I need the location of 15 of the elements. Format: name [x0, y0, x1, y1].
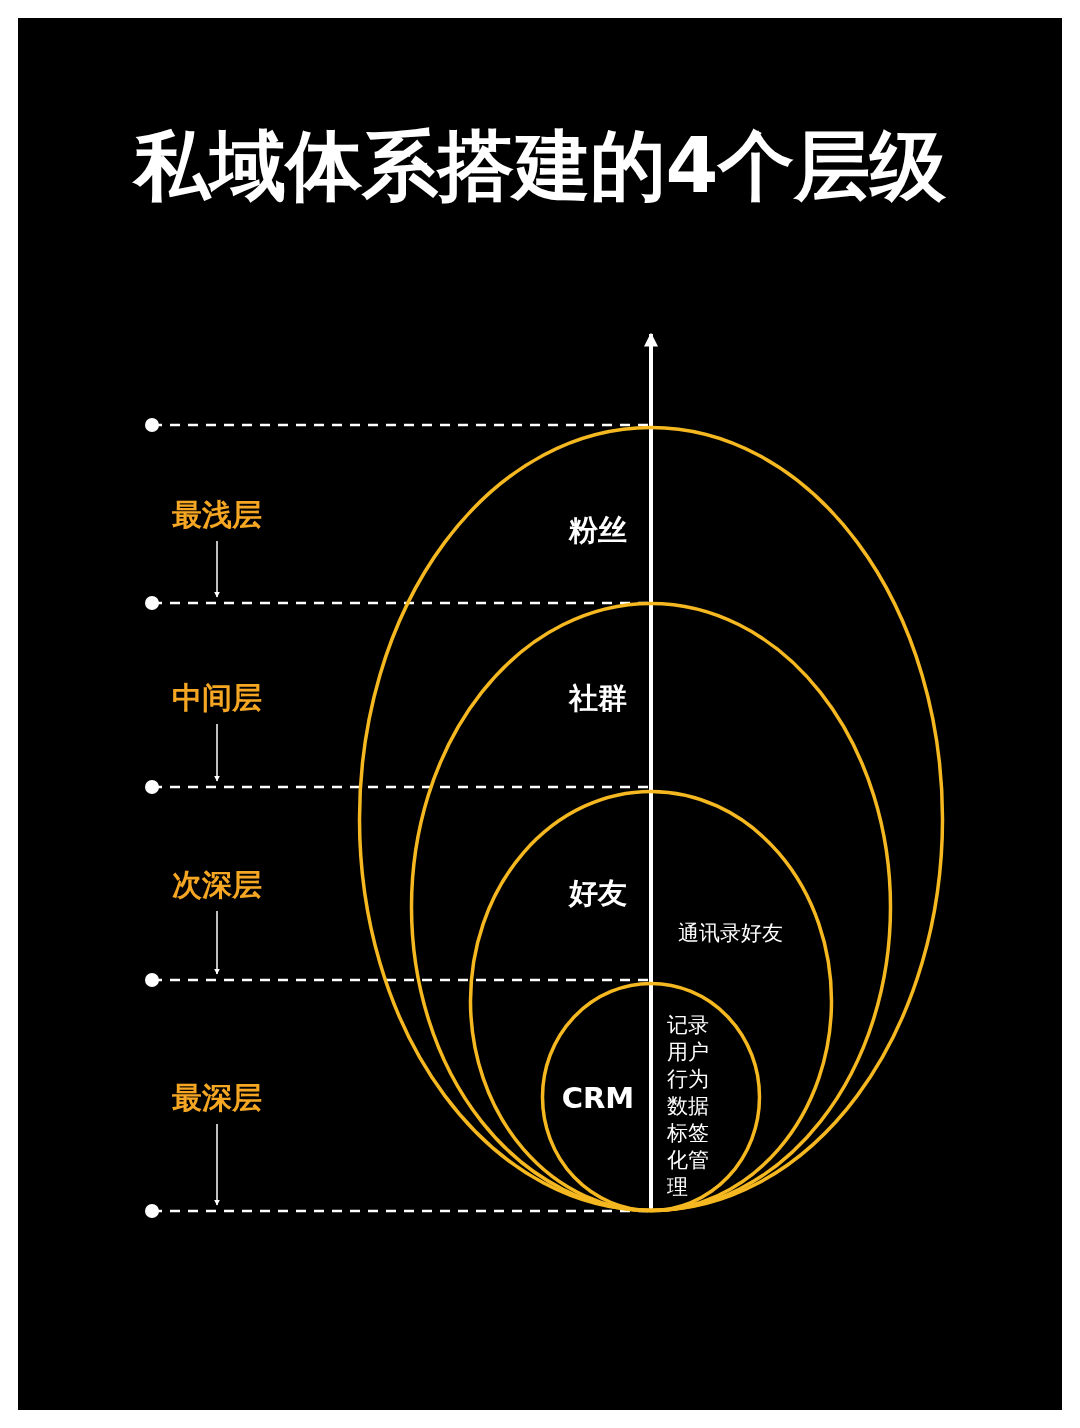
ellipse-layer [358, 426, 944, 1212]
layer-name: 粉丝 [569, 512, 627, 548]
title: 私域体系搭建的4个层级 [131, 120, 948, 212]
ellipse-layer [469, 790, 833, 1212]
level-label: 最浅层 [172, 497, 262, 533]
level-label: 中间层 [172, 680, 262, 716]
level-label: 次深层 [172, 867, 262, 903]
layer-examples: 通讯录好友 [678, 920, 783, 947]
layer-name: 社群 [569, 680, 627, 716]
layer-examples: 记录用户行为数据标签化管理 [667, 1012, 710, 1201]
layer-name: CRM [561, 1080, 635, 1116]
ellipse-layer [410, 602, 892, 1212]
level-label: 最深层 [172, 1080, 262, 1116]
layer-name: 好友 [569, 875, 627, 911]
ellipse-layer [541, 982, 761, 1212]
